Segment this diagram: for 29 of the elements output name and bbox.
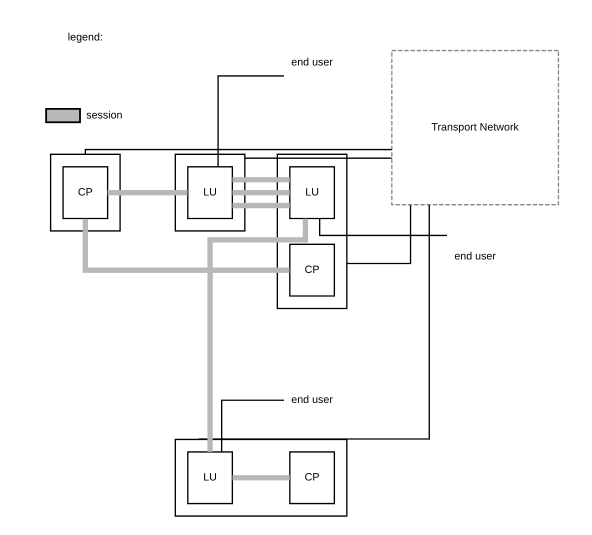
connector: [244, 158, 392, 159]
label: legend:: [67, 31, 102, 44]
connector: [318, 218, 446, 236]
connector: [220, 400, 284, 452]
connector: [82, 218, 290, 273]
node-box: CP: [62, 166, 108, 220]
connector: [232, 177, 290, 182]
connector: [216, 75, 284, 167]
connector: [232, 190, 290, 196]
cluster: [174, 154, 245, 232]
legend-label: session: [86, 109, 122, 122]
node-text: end user: [290, 56, 332, 68]
node-box: LU: [186, 451, 233, 504]
node-text: end user: [454, 250, 496, 263]
connector: [232, 202, 290, 208]
connector: [232, 475, 290, 480]
cluster: [174, 438, 347, 517]
connector: [107, 190, 188, 196]
connector: [198, 205, 430, 440]
node-box: CP: [288, 244, 335, 297]
cluster: [276, 154, 347, 310]
node-box: LU: [186, 166, 233, 220]
node-box: LU: [288, 166, 335, 220]
node-text: end user: [290, 394, 332, 406]
connector: [346, 205, 411, 264]
connector: [206, 218, 308, 452]
node-box: Transport Network: [390, 50, 559, 206]
node-box: CP: [288, 451, 335, 504]
cluster: [49, 154, 120, 232]
